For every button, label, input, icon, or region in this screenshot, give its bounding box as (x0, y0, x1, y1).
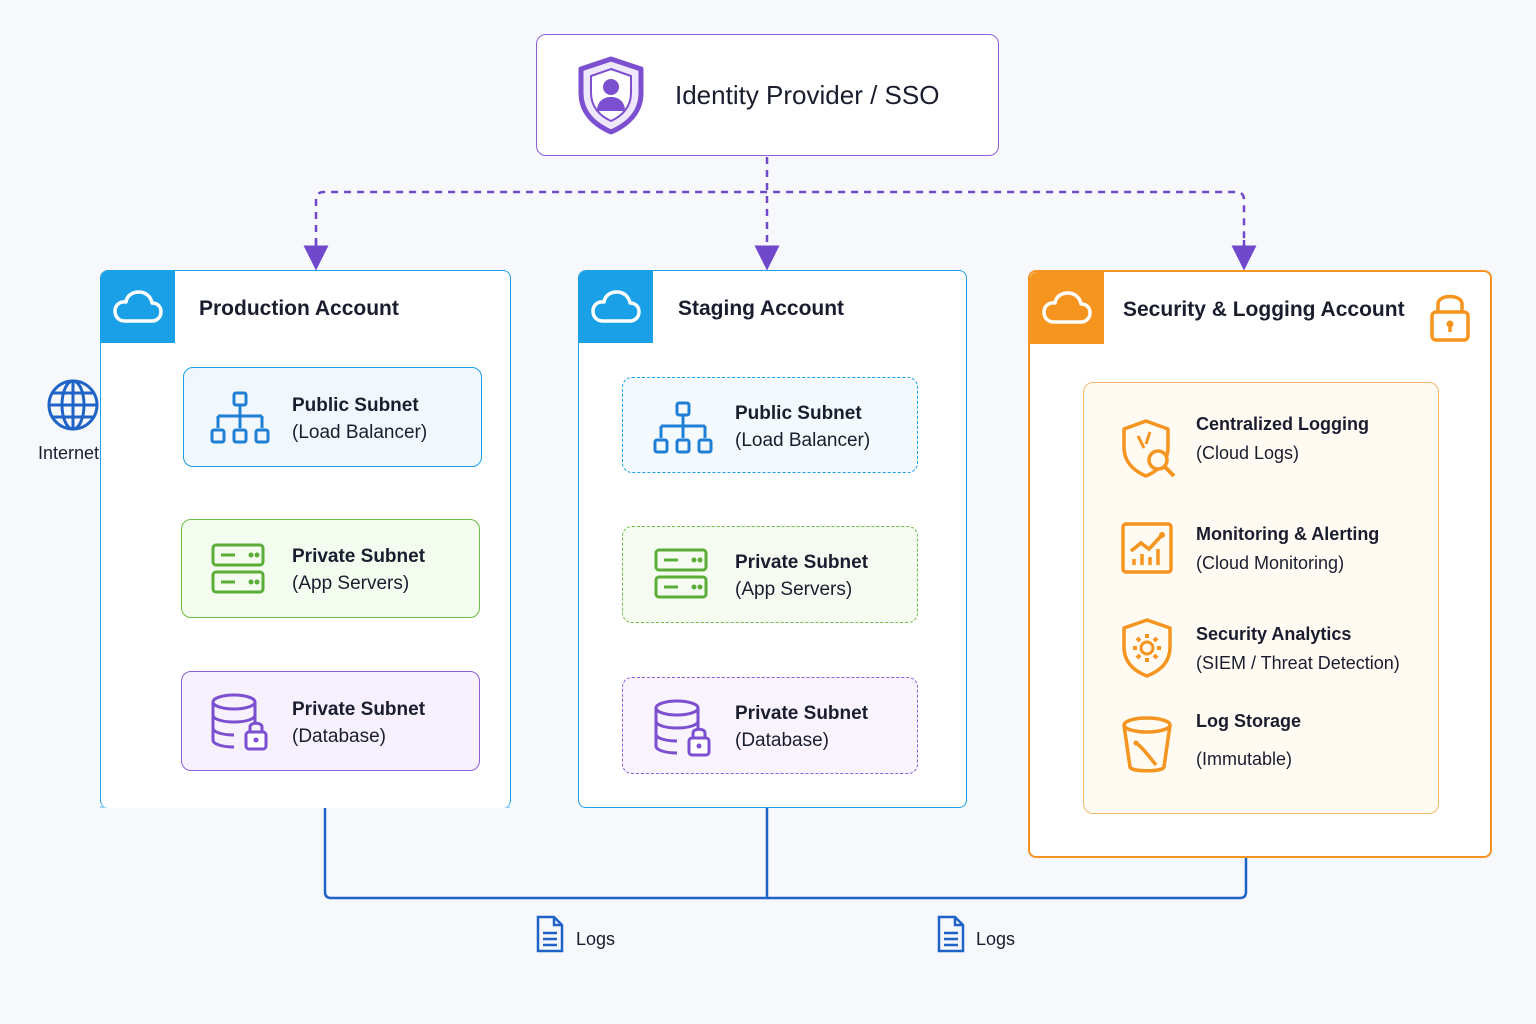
service-name: Monitoring & Alerting (1196, 524, 1380, 544)
staging-database-subnet[interactable]: Private Subnet (Database) (622, 677, 918, 774)
logs-label: Logs (976, 929, 1016, 949)
network-icon (210, 391, 270, 444)
service-name: Security Analytics (1196, 624, 1352, 644)
subnet-role: (Load Balancer) (735, 430, 871, 451)
service-name: Centralized Logging (1196, 414, 1369, 434)
cloud-icon (1042, 291, 1092, 324)
server-icon (211, 543, 265, 594)
service-detail: (Cloud Monitoring) (1196, 553, 1345, 573)
database-lock-icon (654, 699, 711, 757)
subnet-role: (Database) (735, 730, 829, 751)
identity-provider-box[interactable]: Identity Provider / SSO (536, 34, 999, 156)
server-icon (654, 548, 708, 599)
lock-icon (1430, 294, 1470, 342)
cloud-icon (591, 290, 641, 323)
subnet-role: (Load Balancer) (292, 422, 428, 443)
chart-icon (1121, 522, 1173, 574)
production-app-subnet[interactable]: Private Subnet (App Servers) (181, 519, 480, 618)
globe-icon (47, 379, 99, 431)
subnet-name: Private Subnet (735, 703, 869, 724)
subnet-role: (App Servers) (735, 579, 853, 600)
production-public-subnet[interactable]: Public Subnet (Load Balancer) (183, 367, 482, 467)
shield-gear-icon (1122, 618, 1172, 678)
service-detail: (Immutable) (1196, 749, 1293, 769)
security-services-panel (1083, 382, 1439, 814)
subnet-role: (App Servers) (292, 573, 410, 594)
subnet-name: Private Subnet (735, 552, 869, 573)
production-account-title: Production Account (199, 297, 399, 320)
staging-app-subnet[interactable]: Private Subnet (App Servers) (622, 526, 918, 623)
service-detail: (Cloud Logs) (1196, 443, 1300, 463)
document-icon (536, 915, 564, 953)
production-database-subnet[interactable]: Private Subnet (Database) (181, 671, 480, 771)
security-cloud-badge (1030, 272, 1104, 344)
internet-label: Internet (38, 443, 100, 463)
shield-user-icon (578, 56, 644, 135)
subnet-role: (Database) (292, 726, 386, 747)
database-lock-icon (211, 693, 268, 751)
shield-search-icon (1122, 419, 1176, 478)
service-detail: (SIEM / Threat Detection) (1196, 653, 1400, 673)
staging-public-subnet[interactable]: Public Subnet (Load Balancer) (622, 377, 918, 473)
logs-label: Logs (576, 929, 616, 949)
bucket-icon (1122, 716, 1172, 773)
cloud-icon (113, 290, 163, 323)
subnet-name: Public Subnet (292, 395, 419, 416)
network-icon (653, 401, 713, 454)
staging-cloud-badge (579, 271, 653, 343)
security-account-title: Security & Logging Account (1123, 298, 1405, 321)
subnet-name: Public Subnet (735, 403, 862, 424)
subnet-name: Private Subnet (292, 699, 426, 720)
service-name: Log Storage (1196, 711, 1302, 731)
identity-provider-title: Identity Provider / SSO (675, 79, 940, 110)
sso-links (303, 157, 1257, 271)
production-cloud-badge (101, 271, 175, 343)
document-icon (937, 915, 965, 953)
subnet-name: Private Subnet (292, 546, 426, 567)
staging-account-title: Staging Account (678, 297, 845, 320)
logs-flow (323, 808, 1259, 900)
